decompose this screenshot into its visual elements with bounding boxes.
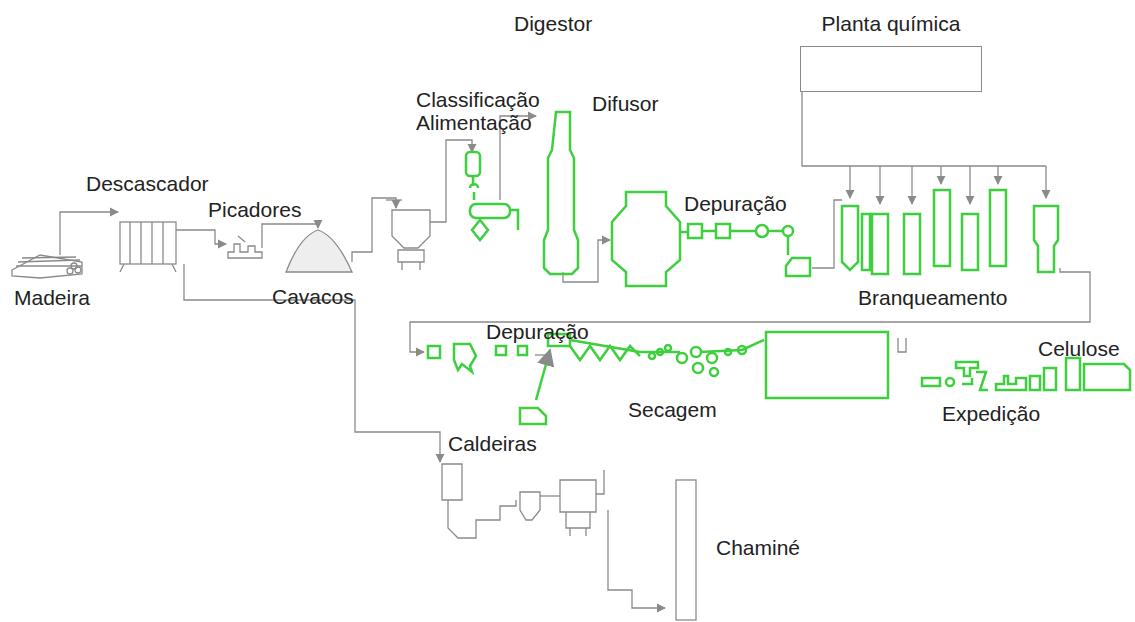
bleaching-towers [842,190,1058,274]
screening-equipment [428,334,570,424]
chipper [228,236,262,258]
screening-label: Depuração [684,192,787,215]
chimney-label: Chaminé [716,536,800,559]
chips-label: Cavacos [272,285,354,308]
plant-outline [800,46,982,92]
chip-pile [286,230,352,272]
debarker-label: Descascador [86,172,209,195]
diffuser-vessel [612,192,680,286]
screening-equipment [680,224,810,276]
shipping-equipment [922,358,1130,390]
digester-label: Digestor [514,12,592,35]
feeding-system [466,152,518,240]
boiler-label: Caldeiras [448,432,537,455]
feeding-label: Classificação Alimentação [416,88,534,134]
drying-machine [570,332,888,398]
digestor-vessel [544,112,578,274]
chimney [676,480,696,620]
pulp-label: Celulose [1038,337,1120,360]
drying-label: Secagem [628,398,717,421]
diffuser-label: Difusor [592,92,659,115]
node-heading: Planta química [800,12,982,35]
chipper-label: Picadores [208,198,301,221]
barking-drum [120,222,176,272]
boiler-plant [442,464,604,538]
chip-silo [386,200,430,270]
bleaching-label: Branqueamento [858,286,1007,309]
shipping-label: Expedição [942,402,1040,425]
screening-label: Depuração [486,320,589,343]
log-pile [12,255,82,278]
wood-label: Madeira [14,286,90,309]
chemical-plant-box: Planta química [800,12,982,92]
